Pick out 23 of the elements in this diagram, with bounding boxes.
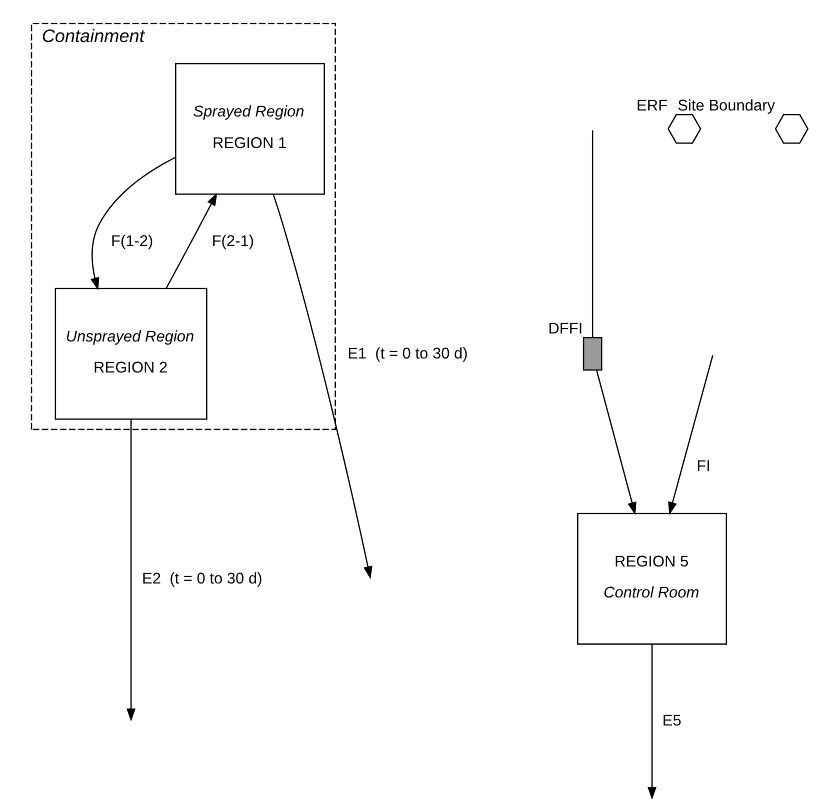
edge-label: E2 (t = 0 to 30 d)	[142, 570, 262, 588]
node-hexagon	[774, 114, 809, 144]
arrow	[596, 370, 636, 516]
edge-label: E5	[662, 712, 682, 730]
arrow	[126, 419, 136, 722]
arrow	[90, 156, 176, 290]
node-label: ERF	[636, 97, 668, 114]
node-label: Site Boundary	[678, 97, 776, 114]
node-label: DFFI	[548, 320, 583, 338]
edge-label: F(2-1)	[212, 233, 254, 250]
arrow	[166, 192, 218, 289]
connector	[592, 130, 594, 338]
node-box	[582, 337, 602, 371]
edge-label: F(1-2)	[111, 233, 154, 250]
node-box: REGION 5 Control Room	[577, 512, 728, 645]
arrow	[668, 355, 714, 515]
node-box: Sprayed Region REGION 1	[175, 62, 325, 195]
arrow	[648, 644, 657, 800]
node-box: Unsprayed Region REGION 2	[54, 288, 208, 420]
node-hexagon	[667, 114, 702, 144]
arrow	[272, 194, 372, 580]
edge-label: E1 (t = 0 to 30 d)	[348, 345, 468, 362]
edge-label: FI	[696, 458, 710, 475]
